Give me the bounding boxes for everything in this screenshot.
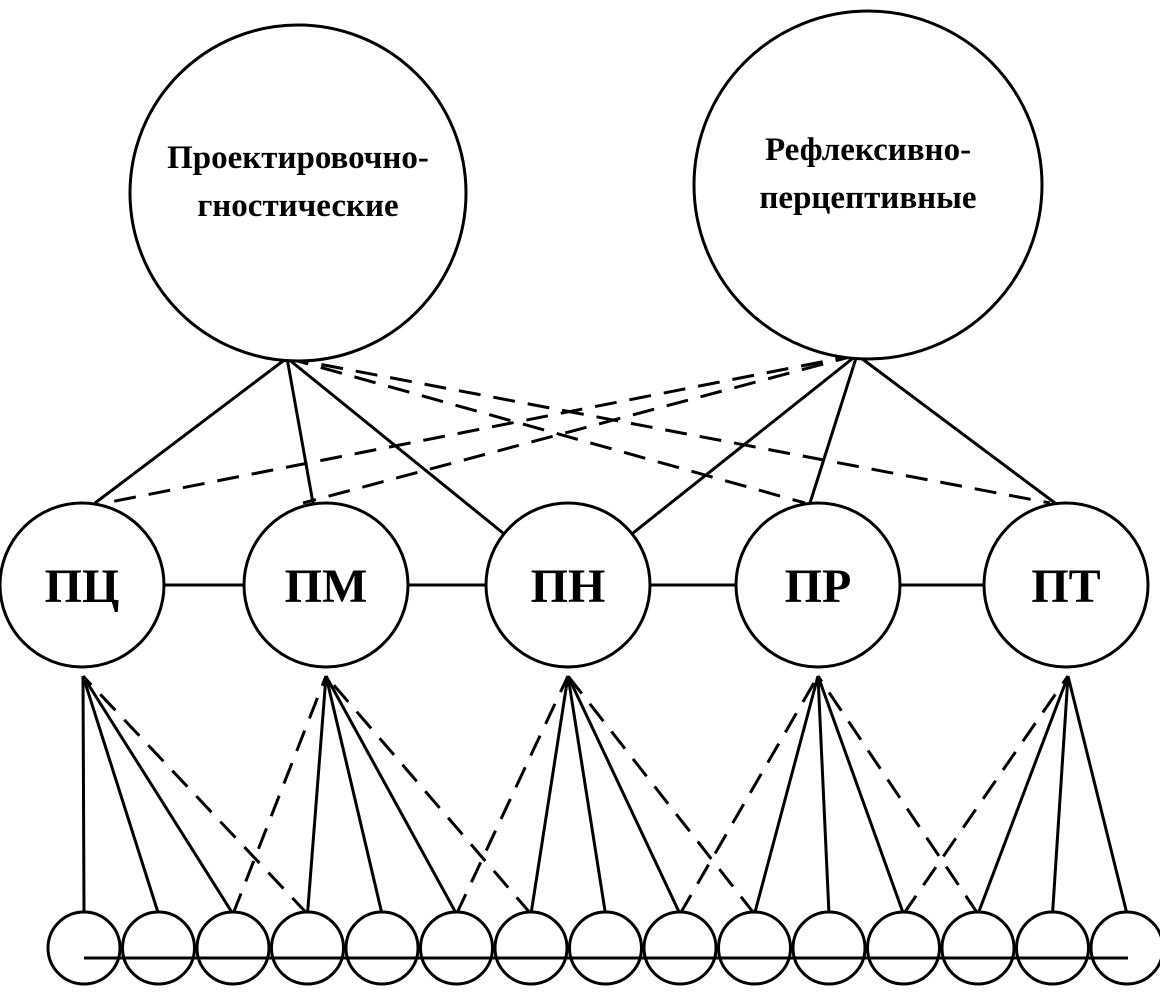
bottom-node-2 [121, 910, 196, 986]
link-bottom13-pt-solid [976, 675, 1070, 915]
link-bottom5-pm-solid [324, 675, 384, 915]
link-bottom7-pm-dashed [324, 675, 533, 915]
middle-node-pc [0, 501, 166, 669]
link-design-pr-dashed [286, 356, 806, 505]
link-bottom9-pr-dashed [678, 675, 820, 915]
top-node-reflex [692, 9, 1044, 361]
bottom-node-11 [791, 910, 867, 986]
bottom-node-14 [1015, 910, 1090, 986]
link-bottom12-pr-solid [816, 675, 905, 915]
link-reflex-pt-solid [856, 353, 1056, 505]
link-bottom10-pr-solid [753, 675, 820, 915]
bottom-node-5 [344, 910, 420, 986]
bottom-node-10 [717, 910, 792, 986]
link-bottom6-pn-dashed [455, 675, 570, 915]
link-bottom3-pm-dashed [231, 675, 328, 915]
nodes: Проектировочно-гностические Рефлексивно-п… [0, 9, 1160, 986]
bottom-node-12 [866, 910, 941, 986]
middle-node-label-pn: ПН [531, 560, 606, 613]
top-node-label-design-1: гностические [197, 188, 398, 224]
middle-node-pn [484, 501, 652, 669]
bottom-node-1 [46, 910, 122, 986]
middle-node-label-pm: ПМ [285, 560, 368, 613]
link-bottom6-pm-solid [324, 675, 458, 915]
link-bottom7-pn-solid [529, 675, 570, 915]
middle-node-pr [734, 501, 902, 669]
middle-node-label-pt: ПТ [1031, 560, 1100, 613]
link-bottom13-pr-dashed [816, 675, 980, 915]
link-bottom2-pc-solid [81, 675, 160, 915]
top-node-label-design-0: Проектировочно- [167, 140, 429, 176]
link-reflex-pn-solid [632, 353, 858, 535]
bottom-node-4 [270, 910, 345, 986]
middle-node-pt [982, 501, 1150, 669]
link-bottom11-pr-solid [816, 675, 831, 915]
link-bottom12-pt-dashed [902, 675, 1070, 915]
middle-node-label-pc: ПЦ [45, 560, 120, 613]
link-bottom3-pc-solid [81, 675, 235, 915]
link-design-pm-solid [285, 357, 315, 504]
link-design-pc-solid [94, 356, 288, 505]
link-reflex-pr-solid [808, 354, 859, 504]
bottom-node-15 [1089, 910, 1160, 986]
bottom-node-7 [493, 910, 569, 986]
bottom-node-3 [195, 910, 271, 986]
link-reflex-pc-dashed [104, 353, 858, 505]
bottom-node-6 [419, 910, 494, 986]
top-node-design [128, 23, 468, 363]
middle-node-label-pr: ПР [785, 560, 852, 613]
link-design-pt-dashed [286, 356, 1051, 505]
bottom-node-8 [568, 910, 643, 986]
top-node-label-reflex-0: Рефлексивно- [765, 132, 971, 168]
link-bottom14-pt-solid [1051, 675, 1070, 915]
link-bottom4-pc-dashed [81, 674, 309, 916]
top-node-label-reflex-1: перцептивные [759, 180, 976, 216]
link-bottom8-pn-solid [566, 675, 607, 915]
bottom-node-9 [642, 910, 718, 986]
link-bottom4-pm-solid [306, 675, 328, 915]
link-bottom15-pt-solid [1066, 675, 1129, 915]
link-bottom9-pn-solid [566, 675, 682, 915]
link-bottom1-pc-solid [81, 675, 86, 913]
middle-node-pm [242, 501, 410, 669]
link-reflex-pm-dashed [302, 353, 858, 505]
connection-lines [81, 353, 1129, 916]
bottom-node-13 [940, 910, 1016, 986]
link-bottom10-pn-dashed [566, 675, 756, 915]
